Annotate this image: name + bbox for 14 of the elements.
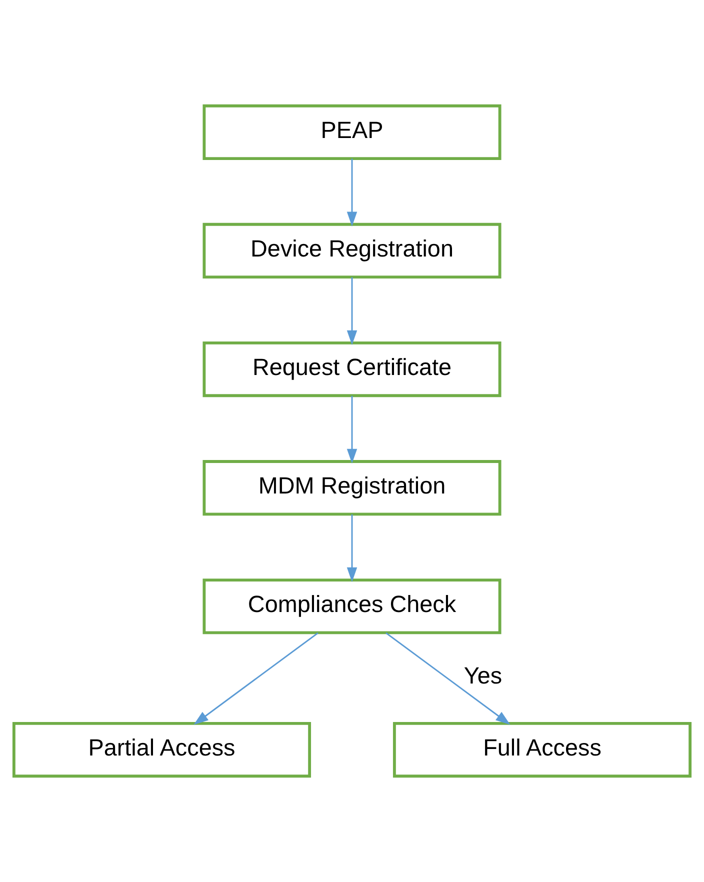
- edge-label: Yes: [464, 662, 502, 689]
- node-box: Full Access: [392, 722, 692, 778]
- node-box: Compliances Check: [202, 578, 502, 634]
- node-box: Partial Access: [12, 722, 312, 778]
- arrow: [194, 632, 318, 725]
- arrow: [346, 514, 358, 582]
- node-box: MDM Registration: [202, 460, 502, 516]
- arrow: [346, 277, 358, 345]
- arrow: [346, 158, 358, 226]
- node-box: Device Registration: [202, 222, 502, 279]
- node-box: Request Certificate: [202, 341, 502, 398]
- arrow: [386, 632, 510, 725]
- node-box: PEAP: [202, 104, 502, 160]
- arrow: [346, 396, 358, 464]
